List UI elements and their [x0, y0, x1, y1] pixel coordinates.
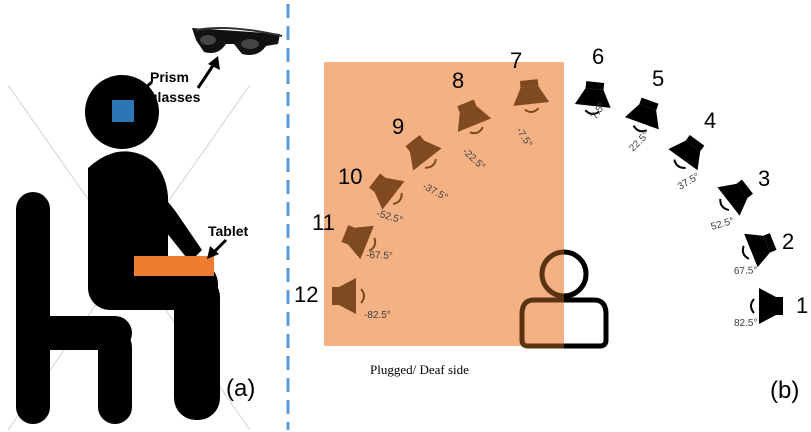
panel-b: Plugged/ Deaf side 1 82.5° 2 67.5° 3 52.5° 4 37… — [294, 44, 808, 404]
speaker-angle-4: 37.5° — [676, 171, 702, 192]
speaker-angle-11: -67.5° — [366, 250, 393, 262]
speaker-7 — [513, 79, 550, 113]
arrow-to-glasses-icon — [196, 56, 220, 89]
zone-caption: Plugged/ Deaf side — [370, 362, 469, 377]
speaker-3 — [717, 179, 753, 216]
speaker-angle-3: 52.5° — [710, 216, 736, 233]
speaker-4 — [668, 135, 705, 171]
arrow-to-tablet — [207, 238, 228, 259]
speaker-angle-1: 82.5° — [734, 318, 757, 329]
speaker-5 — [624, 97, 659, 133]
prism-glasses-icon — [192, 27, 283, 55]
prism-label-line1: Prism — [150, 69, 189, 85]
speaker-number-2: 2 — [782, 229, 794, 254]
panel-a-label: (a) — [226, 375, 255, 402]
panel-b-label: (b) — [770, 377, 799, 404]
speaker-number-10: 10 — [338, 164, 362, 189]
speaker-number-8: 8 — [452, 68, 464, 93]
tablet — [134, 256, 214, 276]
speaker-number-11: 11 — [312, 210, 335, 235]
speaker-number-7: 7 — [510, 48, 522, 73]
speaker-2 — [741, 233, 777, 268]
speaker-6 — [574, 81, 611, 115]
speaker-number-12: 12 — [294, 282, 318, 307]
speaker-number-6: 6 — [592, 44, 604, 69]
speaker-angle-2: 67.5° — [734, 265, 758, 277]
speaker-angle-5: 22.5° — [627, 130, 651, 154]
speaker-number-3: 3 — [758, 166, 770, 191]
prism-label-line2: glasses — [149, 89, 201, 105]
speaker-number-4: 4 — [704, 108, 716, 133]
listener-icon — [519, 249, 609, 349]
speaker-angle-12: -82.5° — [364, 310, 391, 321]
speaker-number-9: 9 — [392, 114, 404, 139]
speaker-10 — [369, 173, 405, 210]
glasses-marker — [112, 100, 134, 122]
speaker-1 — [750, 288, 783, 324]
speaker-11 — [341, 225, 377, 260]
speaker-12 — [332, 278, 365, 314]
arrow-to-glasses-marker — [132, 80, 153, 100]
speakers-layer: 182.5°267.5°352.5°437.5°522.5°67.5°7-7.5… — [294, 44, 808, 329]
speaker-number-1: 1 — [796, 293, 808, 318]
speaker-8 — [457, 99, 492, 135]
tablet-label: Tablet — [208, 223, 249, 239]
panel-a: Prism glasses Tablet (a) — [7, 27, 283, 431]
seated-person-figure — [16, 75, 220, 424]
speaker-9 — [405, 135, 442, 171]
speaker-number-5: 5 — [652, 66, 664, 91]
